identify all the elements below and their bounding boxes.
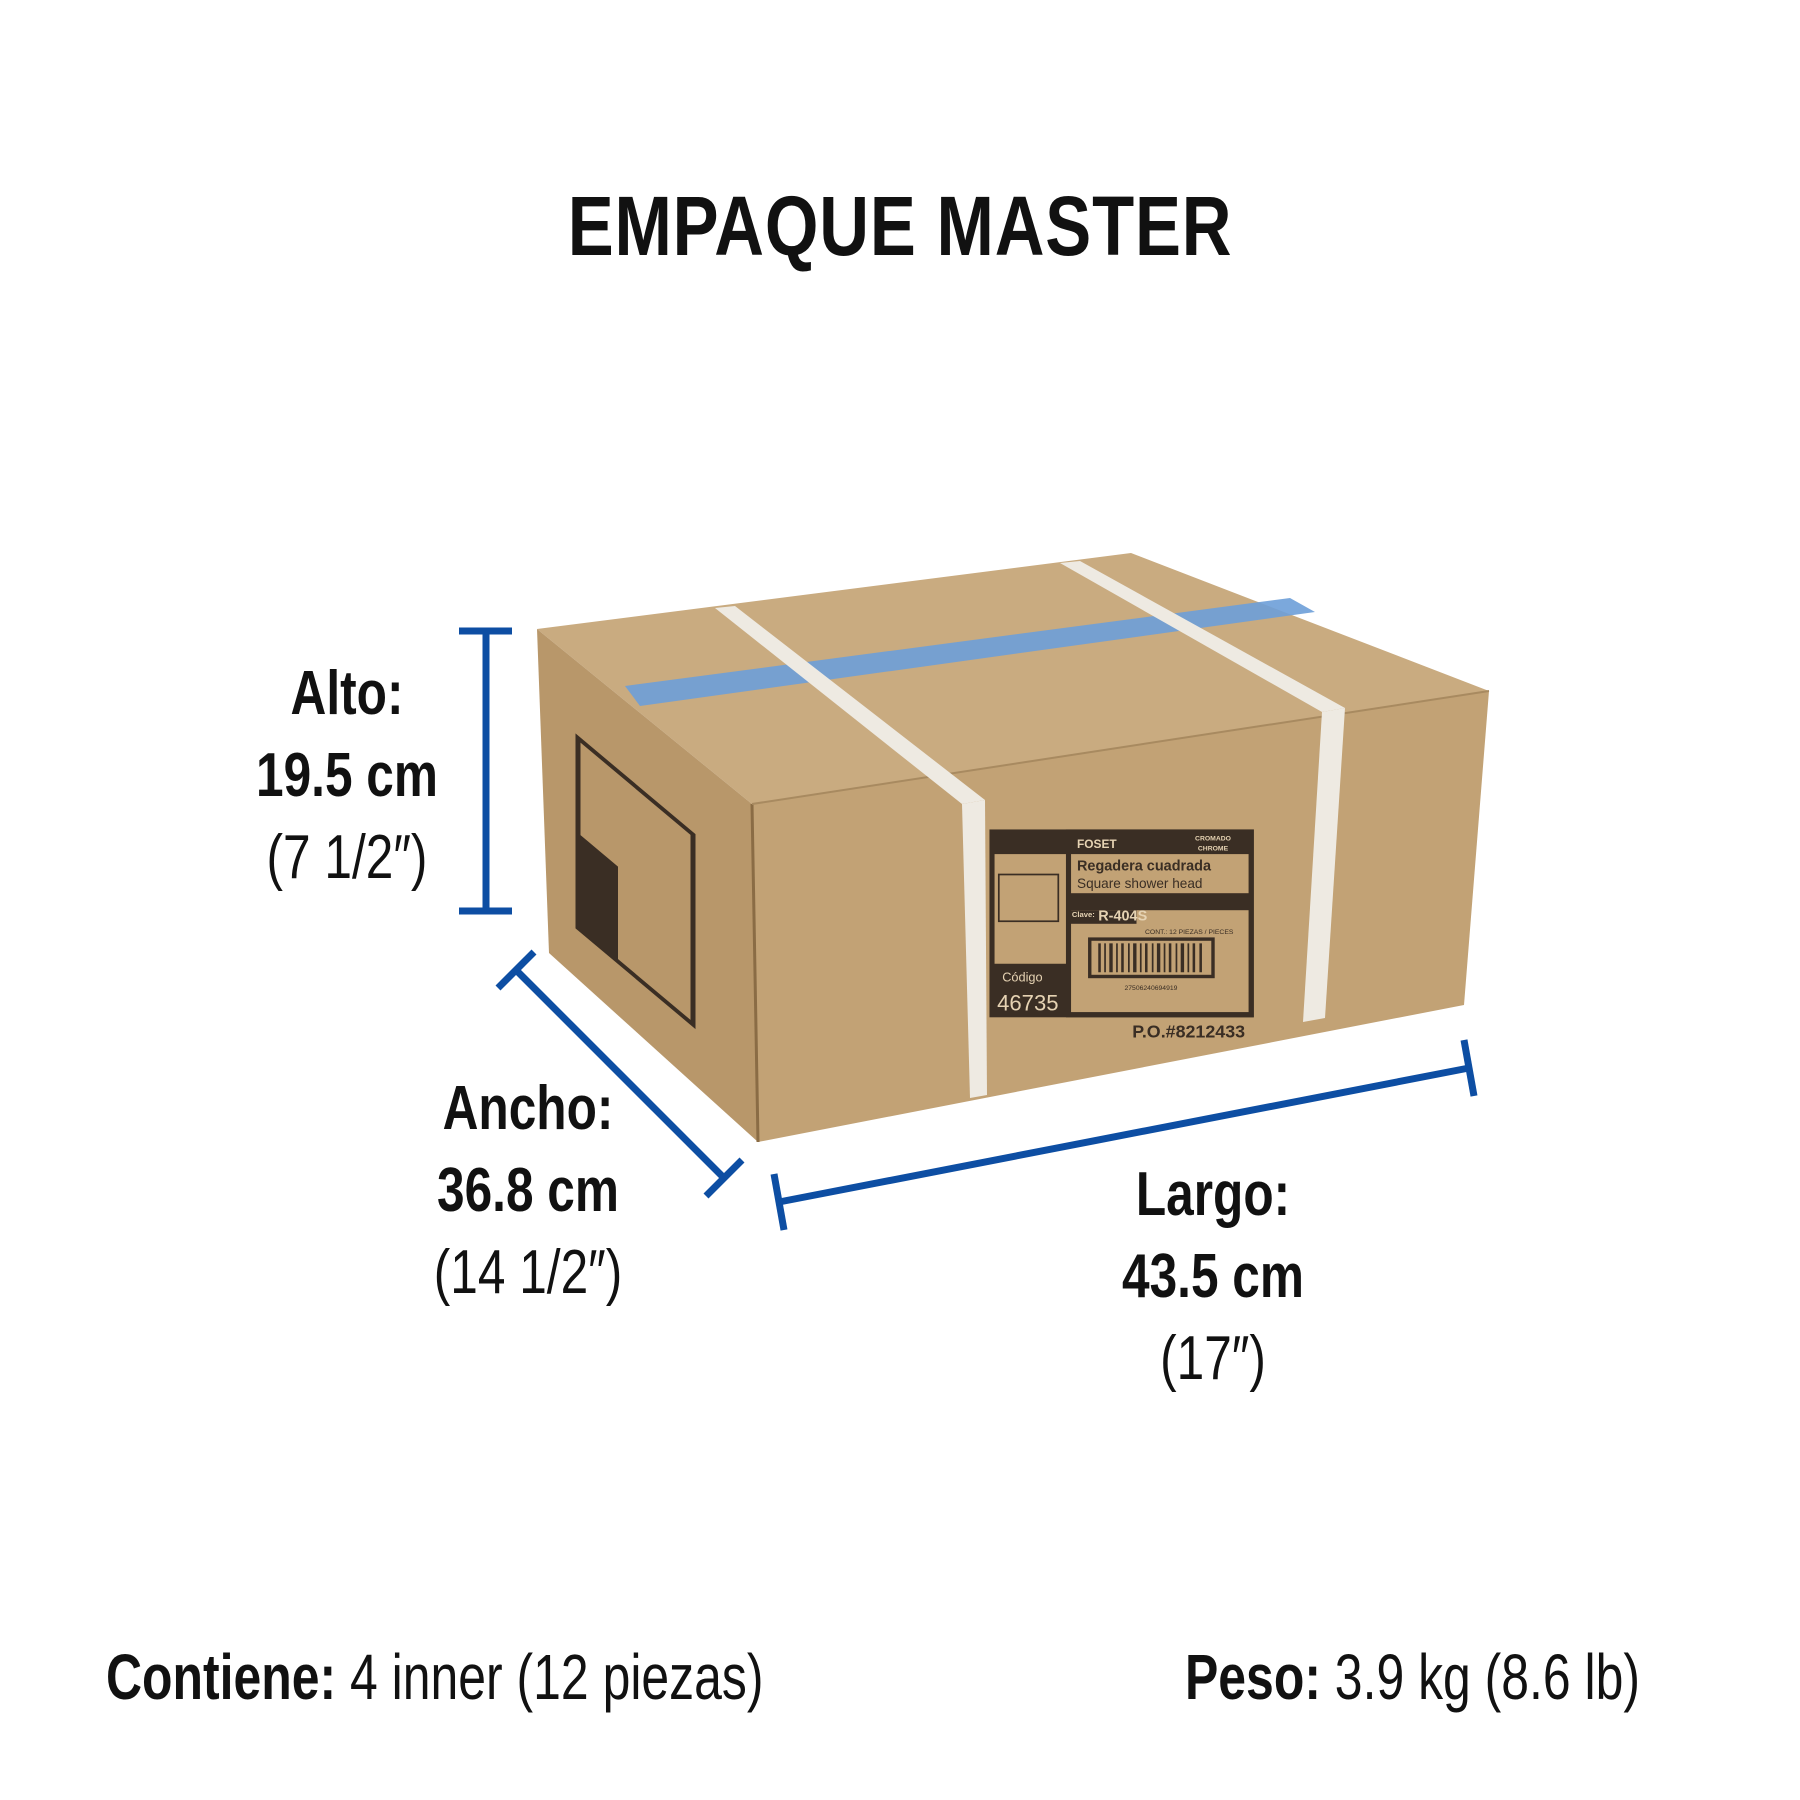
length-title: Largo:	[1135, 1160, 1291, 1229]
contents-info: Contiene: 4 inner (12 piezas)	[106, 1640, 763, 1714]
weight-info: Peso: 3.9 kg (8.6 lb)	[1185, 1640, 1640, 1714]
box-edge	[750, 803, 760, 1143]
contents-value: 4 inner (12 piezas)	[350, 1641, 764, 1713]
contents-label: Contiene:	[106, 1641, 337, 1713]
barcode-number: 27506240694919	[1124, 985, 1177, 992]
strap-right-top	[1060, 561, 1345, 712]
strap-left-top	[715, 606, 985, 804]
po-number: P.O.#8212433	[1132, 1022, 1245, 1042]
blue-tape	[625, 598, 1315, 706]
cont-text: CONT.: 12 PIEZAS / PIECES	[1145, 929, 1234, 936]
width-title: Ancho:	[442, 1074, 614, 1143]
side-label	[575, 733, 696, 1030]
width-imperial: (14 1/2″)	[433, 1238, 623, 1307]
strap-right-front	[1303, 708, 1345, 1022]
height-imperial: (7 1/2″)	[266, 823, 428, 892]
width-dimension-line	[495, 949, 745, 1199]
length-imperial: (17″)	[1160, 1324, 1266, 1393]
codigo-label: Código	[1002, 970, 1042, 985]
length-metric: 43.5 cm	[1121, 1242, 1304, 1311]
shower-head-drawing	[997, 873, 1060, 923]
product-en: Square shower head	[1077, 876, 1202, 891]
brand-text: FOSET	[1077, 837, 1117, 851]
strap-left-front	[962, 800, 987, 1098]
codigo-value: 46735	[997, 991, 1058, 1016]
length-label: Largo: 43.5 cm (17″)	[1053, 1154, 1373, 1400]
box-side-face	[537, 629, 758, 1142]
weight-value: 3.9 kg (8.6 lb)	[1334, 1641, 1641, 1713]
box-edge	[751, 690, 1490, 805]
finish-en: CHROME	[1198, 846, 1229, 853]
product-es: Regadera cuadrada	[1077, 858, 1212, 874]
width-metric: 36.8 cm	[436, 1156, 619, 1225]
width-label: Ancho: 36.8 cm (14 1/2″)	[368, 1068, 688, 1314]
weight-label: Peso:	[1185, 1641, 1321, 1713]
front-label: FOSET CROMADO CHROME Regadera cuadrada S…	[989, 829, 1254, 1042]
length-dimension-line	[770, 1039, 1478, 1231]
clave-value: R-404S	[1098, 908, 1147, 924]
page-title: EMPAQUE MASTER	[567, 179, 1233, 273]
finish-es: CROMADO	[1195, 836, 1231, 843]
clave-label: Clave:	[1072, 910, 1095, 919]
height-dimension-line	[459, 627, 512, 915]
height-label: Alto: 19.5 cm (7 1/2″)	[187, 653, 507, 899]
barcode	[1088, 937, 1215, 979]
height-title: Alto:	[290, 659, 404, 728]
height-metric: 19.5 cm	[255, 741, 438, 810]
